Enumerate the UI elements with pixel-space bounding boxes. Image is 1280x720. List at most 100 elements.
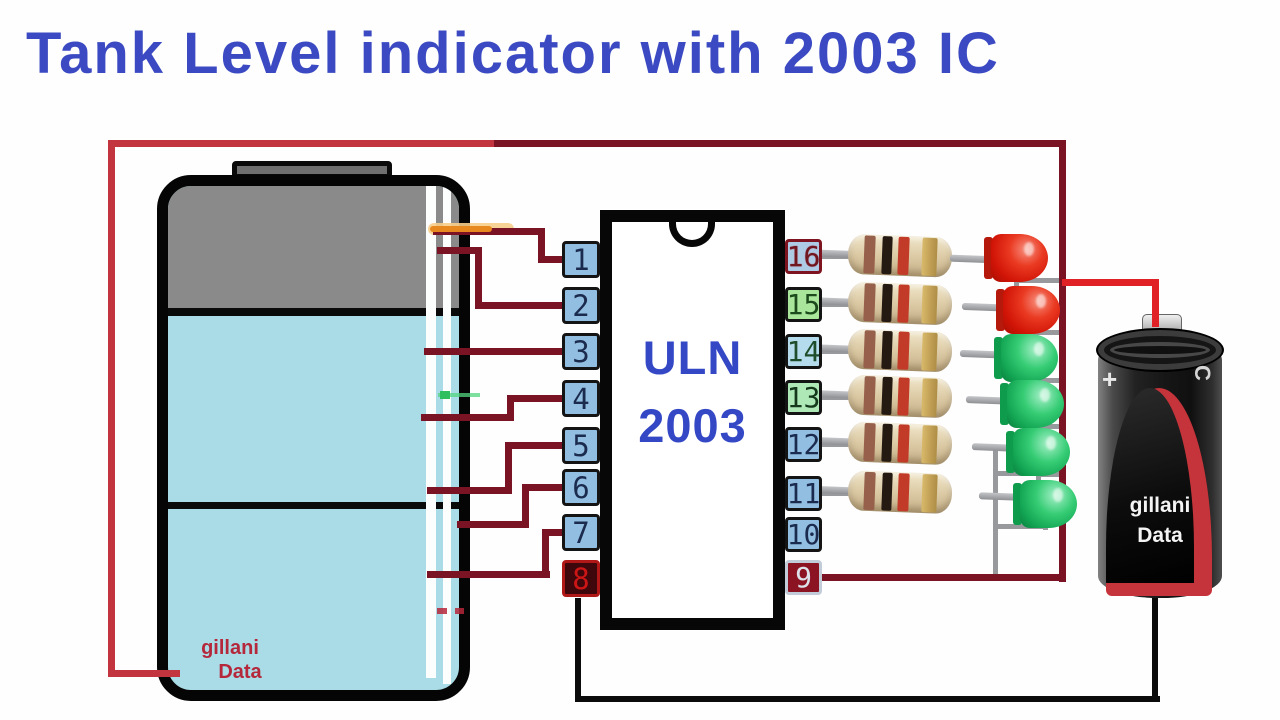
ic-notch (669, 222, 715, 247)
wire-pin5-a (427, 487, 512, 494)
resistor-6 (817, 468, 1026, 518)
led-dome (1020, 480, 1077, 528)
led-1 (984, 234, 1056, 282)
led-dome (1003, 286, 1060, 334)
led-6 (1013, 480, 1085, 528)
battery-top-cap (1096, 328, 1224, 372)
led-cathode-bus (993, 448, 998, 578)
ic-pin-2: 2 (562, 287, 600, 324)
wire-probe1-orange-tip (430, 226, 492, 232)
wire-pin2-a (437, 247, 482, 254)
resistor-band-gold (921, 378, 938, 417)
ic-pin-16: 16 (785, 239, 822, 274)
wire-pin5-b (505, 442, 512, 494)
resistor-body (847, 374, 953, 419)
led-flange (984, 237, 993, 279)
resistor-body (847, 470, 953, 515)
ic-pin-3: 3 (562, 333, 600, 370)
resistor-band-gold (921, 332, 938, 371)
led-flange (1000, 383, 1009, 425)
led-flange (1013, 483, 1022, 525)
wire-pin7-a (427, 571, 550, 578)
ic-label-line2: 2003 (638, 399, 747, 452)
ic-pin-14: 14 (785, 334, 822, 369)
ic-pin-5: 5 (562, 427, 600, 464)
resistor-band-red (897, 424, 910, 463)
led-highlight (1034, 342, 1044, 356)
tank-watermark-line1: gillani (201, 637, 259, 659)
wire-top-left (108, 140, 498, 147)
artifact-green-mark (438, 393, 480, 397)
resistor-band-black (881, 283, 893, 323)
wire-pin7-c (542, 529, 564, 536)
ic-pin-1: 1 (562, 241, 600, 278)
wire-pin4-a (421, 414, 514, 421)
ic-pin-6: 6 (562, 469, 600, 506)
ic-pin-15: 15 (785, 287, 822, 322)
resistor-band-red (897, 236, 910, 276)
resistor-band-gold (921, 285, 938, 324)
battery-watermark-line1: gillani (1129, 494, 1191, 517)
led-dome (991, 234, 1048, 282)
water-tank (157, 175, 470, 701)
led6-lead-h (995, 524, 1043, 529)
resistor-band-red (897, 377, 910, 416)
wire-pin3 (424, 348, 564, 355)
tank-level-line-upper (168, 308, 459, 316)
resistor-body (847, 421, 953, 466)
led-highlight (1036, 294, 1046, 308)
led-3 (994, 334, 1066, 382)
ic-pin-4: 4 (562, 380, 600, 417)
page-title: Tank Level indicator with 2003 IC (26, 21, 1000, 86)
ic-body: ULN 2003 (600, 210, 785, 630)
wire-pin5-c (505, 442, 564, 449)
battery-size-label: C (1189, 365, 1215, 381)
wire-pin2-b (475, 247, 482, 309)
artifact-red-dash-1 (437, 608, 447, 614)
resistor-band-black (881, 330, 893, 370)
wire-pin8-ground (575, 598, 581, 700)
wire-pin4-b (507, 395, 514, 421)
led-highlight (1024, 242, 1034, 256)
sensor-probe-strip-1 (426, 186, 436, 678)
resistor-band-brown (863, 422, 876, 462)
resistor-band-red (897, 331, 910, 370)
wire-pin4-c (507, 395, 564, 402)
battery: + C gillani Data (1096, 308, 1224, 608)
wire-pin1-b (538, 228, 545, 263)
wire-pin7-b (542, 529, 549, 578)
resistor-band-gold (921, 474, 938, 513)
battery-watermark-line2: Data (1137, 524, 1183, 547)
tank-air-section (168, 186, 459, 308)
artifact-green-dot (440, 391, 450, 399)
resistor-band-red (897, 473, 910, 512)
ic-pin-12: 12 (785, 427, 822, 462)
led-highlight (1053, 488, 1063, 502)
wire-battery-positive-v (1152, 279, 1159, 327)
led-5 (1006, 428, 1078, 476)
wire-pin6-c (522, 484, 564, 491)
wire-pin1-c (538, 256, 565, 263)
wire-pin6-a (457, 521, 529, 528)
resistor-band-black (881, 472, 893, 511)
resistor-3 (817, 326, 1007, 375)
ic-pin-9: 9 (785, 560, 822, 595)
tank-watermark-line2: Data (218, 661, 262, 683)
led1-lead-h (1014, 278, 1066, 283)
resistor-band-gold (921, 237, 938, 277)
resistor-body (847, 233, 953, 278)
ic-pin-11: 11 (785, 476, 822, 511)
resistor-1 (817, 232, 997, 281)
resistor-band-brown (863, 330, 876, 369)
tank-level-line-lower (168, 502, 459, 509)
resistor-5 (817, 419, 1019, 469)
resistor-band-red (897, 284, 910, 323)
resistor-band-black (881, 423, 893, 462)
resistor-band-black (881, 236, 893, 275)
led-flange (1006, 431, 1015, 473)
led-highlight (1040, 388, 1050, 402)
led2-lead-h (1026, 330, 1066, 335)
wire-pin2-c (475, 302, 564, 309)
resistor-band-brown (863, 376, 876, 415)
wire-top-rail (494, 140, 1066, 147)
